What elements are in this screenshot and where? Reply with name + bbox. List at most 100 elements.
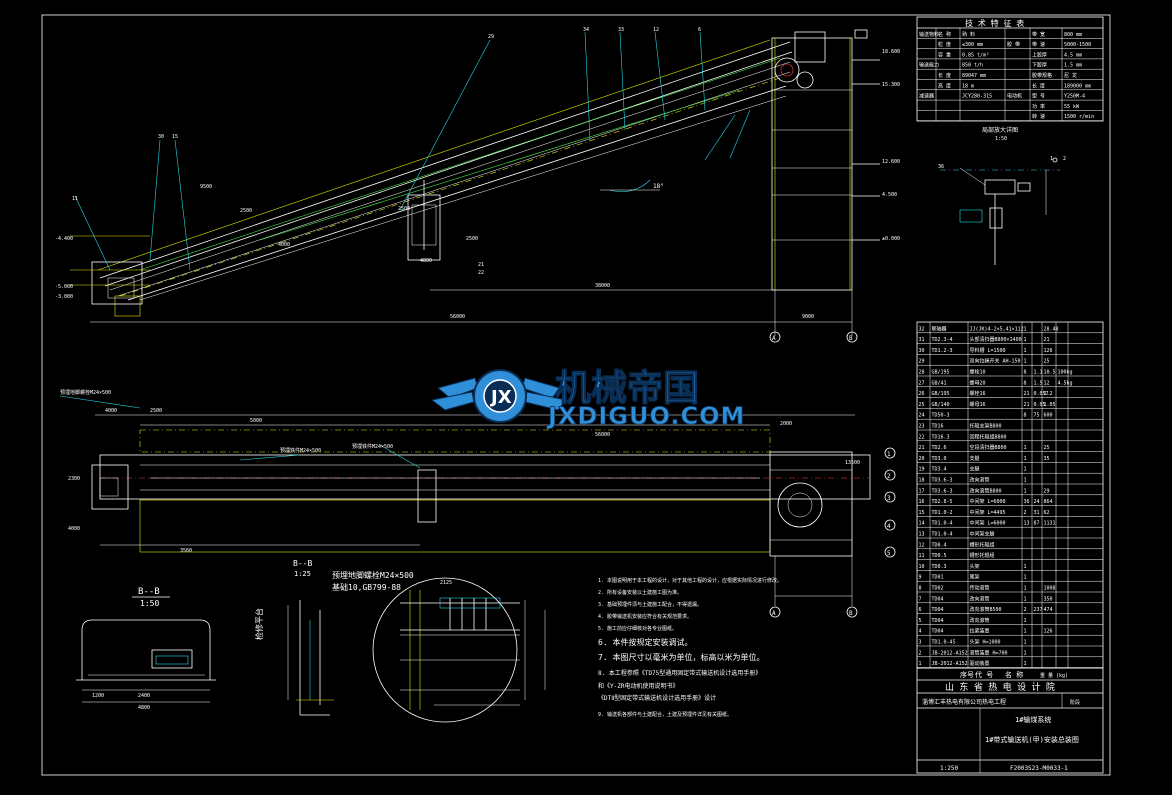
spec-cell: 下胶厚 <box>1032 62 1047 69</box>
parts-cell: 1 <box>1024 618 1027 624</box>
parts-cell: 9 <box>919 575 922 581</box>
parts-cell: 1008 <box>1044 586 1056 592</box>
parts-cell: 22 <box>919 434 925 440</box>
parts-cell: 1 <box>1024 456 1027 462</box>
parts-cell: 联轴器 <box>932 325 947 332</box>
parts-cell: 1131 <box>1044 521 1056 527</box>
svg-text:-4.400: -4.400 <box>55 236 73 242</box>
spec-cell: 高 度 <box>938 82 951 89</box>
parts-cell: 0.05 <box>1034 402 1046 408</box>
parts-cell: 1.05 <box>1044 402 1056 408</box>
parts-cell: 28.48 <box>1044 326 1059 332</box>
axis-bubble-b <box>846 331 858 343</box>
spec-cell: 带 速 <box>1032 42 1045 48</box>
parts-cell: 1 <box>1024 575 1027 581</box>
drawing-subtitle: 1#输煤系统 <box>1015 715 1051 724</box>
parts-cell: 螺栓10 <box>970 369 986 376</box>
parts-cell: 中间架 L=4495 <box>970 509 1006 516</box>
svg-text:9500: 9500 <box>200 184 212 190</box>
parts-cell: TD3.6-3 <box>932 488 953 494</box>
parts-cell: 600 <box>1044 413 1053 419</box>
svg-text:2400: 2400 <box>138 693 150 699</box>
parts-cell: 24 <box>1034 499 1040 505</box>
spec-cell: 18 m <box>962 83 974 89</box>
svg-text:名 称: 名 称 <box>1005 670 1023 679</box>
parts-cell: 中间架 L=6000 <box>970 520 1006 527</box>
parts-cell: 10.5 <box>1044 370 1056 376</box>
svg-text:2500: 2500 <box>240 208 252 214</box>
svg-text:11: 11 <box>72 196 78 202</box>
parts-cell: 13 <box>1024 521 1030 527</box>
parts-cell: 空段清扫器B800 <box>970 444 1007 451</box>
svg-text:2500: 2500 <box>398 206 410 212</box>
parts-cell: TD01 <box>932 575 944 581</box>
svg-text:3. 基础预埋件须与土建施工配合，不得遗漏。: 3. 基础预埋件须与土建施工配合，不得遗漏。 <box>598 601 702 608</box>
parts-cell: 1 <box>1024 661 1027 667</box>
parts-cell: GB/41 <box>932 380 947 386</box>
spec-cell: 熟 料 <box>962 31 975 38</box>
svg-text:2500: 2500 <box>466 236 478 242</box>
parts-cell: JB-2012-A152 <box>932 650 968 656</box>
drawing-frame <box>41 14 1111 776</box>
parts-cell: 1 <box>1024 467 1027 473</box>
parts-cell: 17 <box>919 488 925 494</box>
spec-cell: 1.5 mm <box>1064 63 1082 69</box>
parts-cell: 25 <box>1044 359 1050 365</box>
spec-cell: 5000-1500 <box>1064 42 1091 48</box>
drawing-number: F2003S23-M0033-1 <box>1010 765 1068 772</box>
spec-cell: 尼 龙 <box>1064 72 1077 79</box>
svg-text:检修平台: 检修平台 <box>254 608 264 640</box>
svg-text:4000: 4000 <box>105 408 117 414</box>
parts-cell: GB/195 <box>932 391 950 397</box>
svg-text:9000: 9000 <box>802 314 814 320</box>
parts-cell: 29 <box>1044 488 1050 494</box>
svg-text:12.600: 12.600 <box>882 159 900 165</box>
parts-cell: 双向拉绳开关 AH-150 <box>970 358 1021 365</box>
parts-cell: 1.1 <box>1034 370 1043 376</box>
parts-cell: TD1.0-45 <box>932 640 956 646</box>
spec-cell: 胶带规格 <box>1032 72 1052 79</box>
parts-cell: 改向滚筒B500 <box>970 606 1002 613</box>
parts-cell: 1 <box>1024 640 1027 646</box>
section-bb-scale: 1:50 <box>140 599 159 608</box>
parts-cell: GB/140 <box>932 402 950 408</box>
parts-cell: TD2.6 <box>932 445 947 451</box>
svg-text:B: B <box>849 335 853 342</box>
axis-bubble-a <box>769 331 781 343</box>
parts-cell: 驱动装置 <box>970 660 990 667</box>
parts-cell: 传动滚筒 <box>970 585 990 592</box>
parts-cell: 1 <box>1024 359 1027 365</box>
parts-cell: 托辊支架B800 <box>970 423 1002 430</box>
parts-cell: 19 <box>919 467 925 473</box>
parts-cell: 拉紧装置 <box>970 628 990 635</box>
parts-cell: 14 <box>919 521 925 527</box>
spec-cell: 800 mm <box>1064 32 1082 38</box>
parts-cell: 1.2 <box>1044 391 1053 397</box>
parts-cell: 8 <box>1024 413 1027 419</box>
parts-cell: 头部清扫器B800×1400 <box>970 336 1022 343</box>
parts-cell: 100kg <box>1058 370 1073 376</box>
parts-cell: 864 <box>1044 499 1053 505</box>
parts-cell: 12 <box>919 542 925 548</box>
parts-cell: 改向滚筒B800 <box>970 487 1002 494</box>
spec-table-title: 技 术 特 征 表 <box>965 18 1024 28</box>
parts-cell: 30 <box>919 348 925 354</box>
svg-text:3560: 3560 <box>180 548 192 554</box>
parts-cell: 20 <box>919 456 925 462</box>
parts-cell: 滚筒装置 H=700 <box>970 649 1008 656</box>
parts-cell: TD16 <box>932 424 944 430</box>
svg-text:4000: 4000 <box>68 526 80 532</box>
spec-cell: 850 t/h <box>962 63 983 69</box>
parts-cell: 2 <box>919 650 922 656</box>
spec-cell: JCY280-315 <box>962 94 992 100</box>
parts-cell: TD50-3 <box>932 413 950 419</box>
parts-cell: 474 <box>1044 607 1053 613</box>
parts-cell: 21 <box>1024 402 1030 408</box>
svg-text:30: 30 <box>158 134 164 140</box>
svg-text:5. 施工前应仔细核对各专业图纸。: 5. 施工前应仔细核对各专业图纸。 <box>598 625 677 632</box>
spec-cell: 转 速 <box>1032 113 1045 120</box>
svg-text:12: 12 <box>653 27 659 33</box>
parts-cell: 改向滚筒 <box>970 595 990 602</box>
parts-cell: 25 <box>1044 445 1050 451</box>
parts-cell: 槽形托辊组 <box>970 552 995 559</box>
